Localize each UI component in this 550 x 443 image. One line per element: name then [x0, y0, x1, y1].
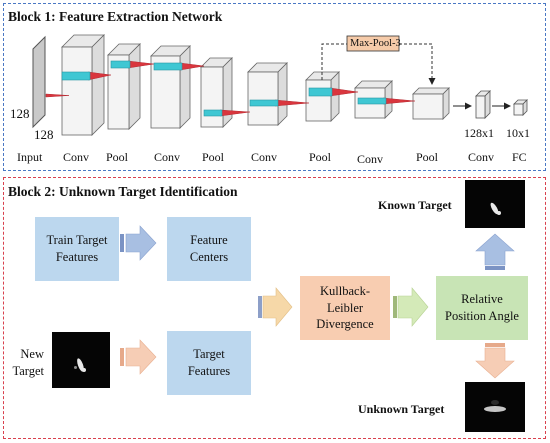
layer-label-pool-1: Pool [106, 150, 129, 164]
layer-label-conv-1: Conv [63, 150, 90, 164]
layer-label-fc: FC [512, 150, 527, 164]
layer-label-pool-3: Pool [309, 150, 332, 164]
maxpool-skip-connection [321, 35, 436, 85]
kl-divergence-box: Kullback-Leibler Divergence [300, 276, 390, 340]
arrow-train-to-centers [120, 225, 157, 261]
input-width-label: 128 [34, 127, 54, 142]
block1-title: Block 1: Feature Extraction Network [8, 9, 223, 24]
arrow-to-kl [258, 287, 293, 327]
feature-extraction-block [3, 3, 546, 171]
layer-label-pool-4: Pool [416, 150, 439, 164]
train-target-features-box: Train Target Features [35, 217, 119, 281]
fc-vector-10 [513, 99, 528, 116]
layer-label-conv-2: Conv [154, 150, 181, 164]
block2-title: Block 2: Unknown Target Identification [8, 184, 238, 199]
relative-position-angle-box: Relative Position Angle [436, 276, 528, 340]
kernel-bars [61, 60, 387, 117]
arrow-to-known [475, 233, 515, 270]
fc-vector-label: 10x1 [506, 126, 530, 140]
pool-volume-4 [412, 87, 450, 120]
layer-label-conv-4: Conv [357, 152, 384, 166]
input-image-slab [32, 35, 46, 129]
new-target-label: New Target [12, 347, 44, 378]
unknown-target-identification-block [3, 177, 546, 439]
arrow-kl-to-angle [393, 287, 429, 327]
target-features-box: Target Features [167, 331, 251, 395]
known-target-sar-image [465, 180, 525, 228]
layer-label-input: Input [17, 150, 43, 164]
layer-label-conv-5: Conv [468, 150, 495, 164]
unknown-target-label: Unknown Target [358, 402, 445, 416]
arrow-to-unknown [475, 343, 515, 379]
layer-label-conv-3: Conv [251, 150, 278, 164]
conv-volume-1 [61, 34, 105, 136]
unknown-target-sar-image [465, 382, 525, 432]
pool-volume-3 [305, 71, 340, 122]
conv-vector-label: 128x1 [464, 126, 494, 140]
maxpool-label: Max-Pool-3 [350, 38, 401, 49]
known-target-label: Known Target [378, 198, 452, 212]
receptive-field-cones [45, 60, 416, 117]
conv-volume-3 [247, 62, 288, 126]
feature-centers-box: Feature Centers [167, 217, 251, 281]
input-height-label: 128 [10, 106, 30, 121]
arrow-new-to-features [120, 339, 157, 375]
layer-label-pool-2: Pool [202, 150, 225, 164]
conv-vector-128 [475, 90, 491, 119]
new-target-sar-image [52, 332, 110, 388]
